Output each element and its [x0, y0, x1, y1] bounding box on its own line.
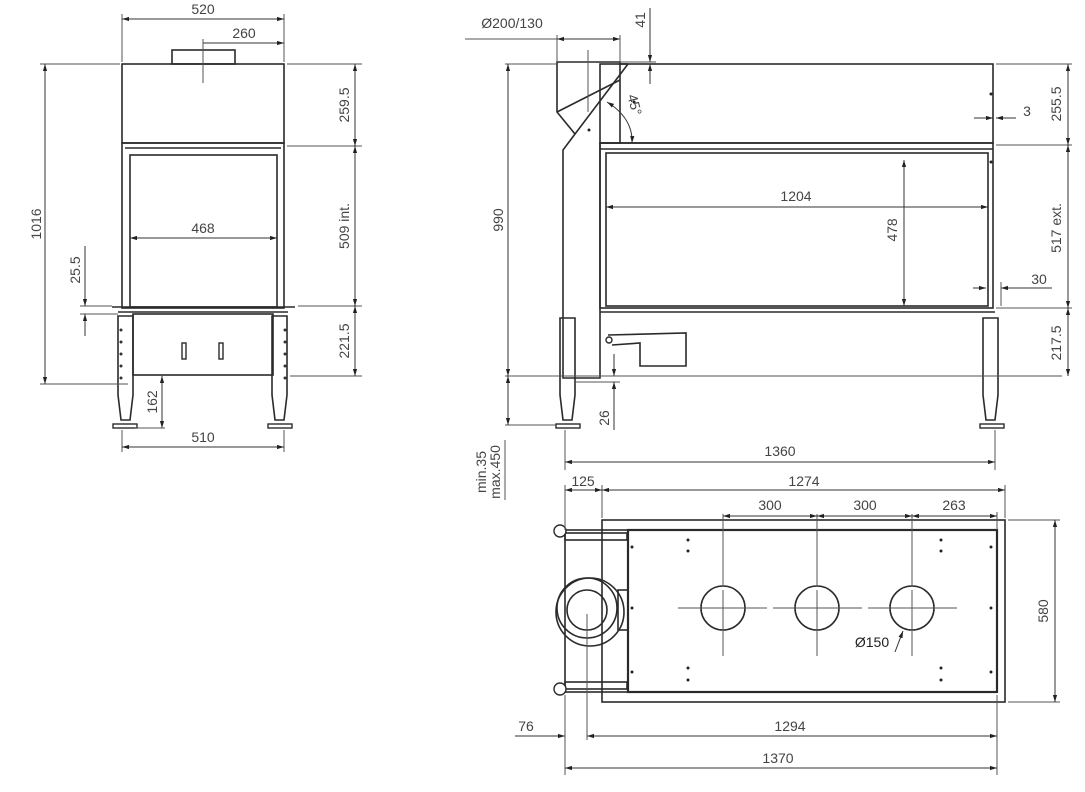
- dim-label: 259.5: [336, 87, 352, 122]
- leg-right: [982, 317, 999, 421]
- dim-label: 478: [884, 218, 900, 242]
- dim-label: 221.5: [336, 323, 352, 358]
- dim-label: 1360: [764, 443, 795, 459]
- glass-frame: [121, 142, 285, 309]
- dim-label: 510: [191, 429, 215, 445]
- dim-label: 300: [853, 497, 877, 513]
- glass-frame: [599, 142, 994, 309]
- top-hood: [599, 63, 994, 144]
- leg-left: [117, 315, 134, 421]
- front-view: 520 260 1016 259.5 509 int. 221.5 468 25…: [28, 1, 362, 452]
- dim-label: 263: [942, 497, 966, 513]
- top-view: 125 1274 300 300 263 580 Ø150 76 1294 13…: [515, 473, 1060, 775]
- dim-label: 1016: [28, 208, 44, 239]
- dim-label: max.450: [487, 445, 503, 499]
- dim-label: 468: [191, 220, 215, 236]
- leg-left: [559, 317, 576, 421]
- foot-left: [112, 423, 138, 429]
- dim-label: 990: [490, 208, 506, 232]
- dim-label: 25.5: [67, 256, 83, 283]
- dim-label: 260: [232, 25, 256, 41]
- vent-holes: [678, 514, 957, 656]
- angle-arc: [606, 101, 635, 144]
- dim-label: 125: [571, 473, 595, 489]
- dim-label: 3: [1023, 103, 1031, 119]
- side-view: Ø200/130 41 45° 990 255.5 517 ext. 217.5…: [465, 8, 1072, 500]
- dim-label: min.35: [473, 451, 489, 493]
- foot-right: [267, 423, 293, 429]
- mounting-ear: [553, 524, 567, 538]
- dim-label: 26: [596, 410, 612, 426]
- outer-tray: [601, 519, 1006, 703]
- dim-label: Ø200/130: [481, 15, 543, 31]
- dim-label: 30: [1031, 271, 1047, 287]
- dim-label: 162: [144, 390, 160, 414]
- ash-drawer: [607, 332, 687, 367]
- dim-label: 76: [518, 718, 534, 734]
- foot-right: [979, 423, 1005, 429]
- dim-label: 1274: [788, 473, 819, 489]
- dim-label: 1294: [774, 718, 805, 734]
- dim-label: 1370: [762, 750, 793, 766]
- handle-icon: [181, 342, 187, 360]
- dim-label: 300: [758, 497, 782, 513]
- dim-label: 255.5: [1048, 86, 1064, 121]
- dim-label: 1204: [780, 188, 811, 204]
- leg-right: [271, 315, 288, 421]
- flue-outer-circle: [555, 577, 625, 647]
- mounting-ear: [553, 682, 567, 696]
- dim-label: 520: [191, 1, 215, 17]
- dim-label: 517 ext.: [1048, 203, 1064, 253]
- dim-label: 41: [632, 12, 648, 28]
- dim-label: Ø150: [855, 634, 889, 650]
- dim-label: 509 int.: [336, 203, 352, 249]
- glass-panel: [605, 152, 989, 307]
- dim-label: 45°: [624, 92, 645, 117]
- dim-label: 217.5: [1048, 325, 1064, 360]
- base-box: [132, 313, 274, 376]
- handle-icon: [218, 342, 224, 360]
- dim-label: 580: [1035, 599, 1051, 623]
- foot-left: [555, 423, 581, 429]
